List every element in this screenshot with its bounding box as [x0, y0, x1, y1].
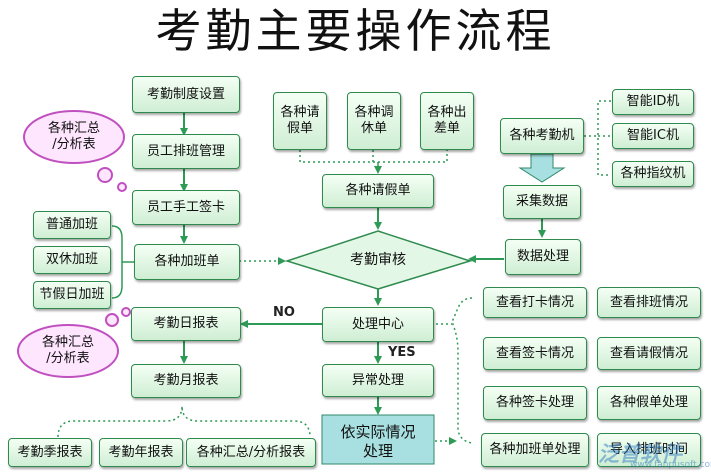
processing-center-node: 处理中心 [322, 307, 434, 342]
actual-process-shape [321, 414, 435, 465]
audit-label: 考勤审核 [350, 252, 406, 268]
manual-card-node: 员工手工签卡 [132, 190, 240, 225]
overtime-type-normal: 普通加班 [33, 211, 111, 239]
overtime-forms-node: 各种加班单 [134, 244, 240, 280]
overtime-type-weekend: 双休加班 [33, 246, 111, 274]
monthly-report-node: 考勤月报表 [131, 364, 241, 398]
diagram-title: 考勤主要操作流程 [155, 4, 556, 58]
summary-analysis-report-node: 各种汇总/分析报表 [186, 438, 316, 467]
summary-bubble-top [23, 110, 127, 192]
exception-handling-node: 异常处理 [322, 364, 434, 397]
shift-management-node: 员工排班管理 [132, 134, 240, 169]
yes-label: YES [388, 345, 416, 360]
machine-type-id: 智能ID机 [612, 89, 694, 115]
view-leave-node: 查看请假情况 [597, 337, 701, 370]
big-arrow-collect [518, 153, 566, 183]
attendance-policy-setting-node: 考勤制度设置 [132, 76, 240, 113]
data-processing-node: 数据处理 [505, 239, 581, 275]
quarterly-report-node: 考勤季报表 [8, 438, 92, 467]
annual-report-node: 考勤年报表 [99, 438, 183, 467]
leave-type-request: 各种请 假单 [273, 92, 327, 150]
overtime-processing-node: 各种加班单处理 [481, 433, 589, 467]
attendance-machines-node: 各种考勤机 [500, 118, 584, 154]
view-card-node: 查看签卡情况 [483, 337, 587, 370]
collect-data-node: 采集数据 [503, 185, 581, 219]
watermark-logo: 泛普软件 [598, 442, 682, 466]
machine-type-fingerprint: 各种指纹机 [612, 161, 694, 187]
leave-type-business-trip: 各种出 差单 [420, 92, 474, 150]
summary-bubble-bottom-text: 各种汇总 /分析表 [41, 335, 94, 366]
no-label: NO [273, 305, 295, 320]
machine-type-ic: 智能IC机 [612, 123, 694, 149]
leave-forms-node: 各种请假单 [322, 174, 434, 208]
summary-bubble-top-text: 各种汇总 /分析表 [47, 121, 100, 152]
overtime-type-holiday: 节假日加班 [33, 281, 111, 309]
summary-bubble-bottom [17, 307, 131, 378]
card-processing-node: 各种签卡处理 [483, 386, 587, 420]
audit-diamond [284, 230, 473, 290]
actual-process-text: 依实际情况 处理 [340, 423, 416, 460]
view-punch-node: 查看打卡情况 [483, 287, 587, 318]
import-schedule-node: 导入排班时间 [597, 433, 701, 467]
watermark-url: www.fanpusoft.com [630, 460, 711, 470]
daily-report-node: 考勤日报表 [131, 307, 241, 341]
leave-type-swap: 各种调 休单 [347, 92, 401, 150]
view-schedule-node: 查看排班情况 [597, 287, 701, 318]
leave-processing-node: 各种假单处理 [597, 386, 701, 420]
